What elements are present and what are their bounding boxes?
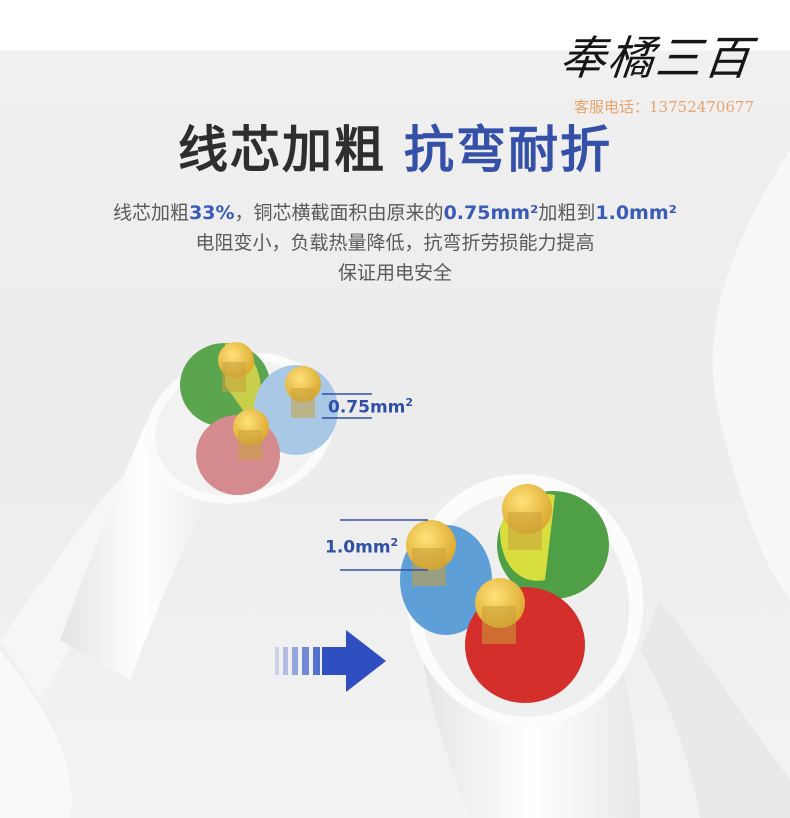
top-margin — [0, 0, 790, 50]
arrow-icon — [275, 630, 386, 692]
brand-logo: 奉橘三百 — [557, 30, 777, 86]
new-size-sup: 2 — [390, 536, 399, 549]
title-part-2: 抗弯耐折 — [404, 121, 612, 179]
description: 线芯加粗33%，铜芯横截面积由原来的0.75mm²加粗到1.0mm² 电阻变小，… — [0, 198, 790, 288]
old-size-sup: 2 — [405, 396, 414, 409]
desc-text: ，铜芯横截面积由原来的 — [234, 202, 444, 224]
brand-logo-text: 奉橘三百 — [557, 31, 755, 85]
service-number: 13752470677 — [649, 98, 754, 116]
old-size-label: 0.75mm2 — [328, 396, 413, 418]
new-size-value: 1.0mm — [325, 537, 391, 558]
new-size-label: 1.0mm2 — [325, 536, 398, 558]
small-cable — [60, 342, 372, 680]
service-phone: 客服电话：13752470677 — [574, 96, 754, 117]
description-line-3: 保证用电安全 — [337, 262, 452, 284]
large-cable — [340, 474, 644, 818]
desc-highlight-old: 0.75mm² — [443, 202, 539, 224]
desc-text: 线芯加粗 — [113, 202, 190, 224]
description-line-1: 线芯加粗33%，铜芯横截面积由原来的0.75mm²加粗到1.0mm² — [0, 198, 790, 228]
desc-text: 加粗到 — [538, 202, 596, 224]
service-label: 客服电话： — [574, 98, 650, 116]
title-part-1: 线芯加粗 — [178, 121, 386, 179]
desc-highlight-new: 1.0mm² — [595, 202, 677, 224]
old-size-value: 0.75mm — [328, 397, 406, 418]
page-title: 线芯加粗抗弯耐折 — [0, 112, 790, 188]
desc-highlight-percent: 33% — [189, 202, 235, 224]
background-cable-right — [640, 150, 790, 818]
description-line-2: 电阻变小，负载热量降低，抗弯折劳损能力提高 — [195, 232, 595, 254]
